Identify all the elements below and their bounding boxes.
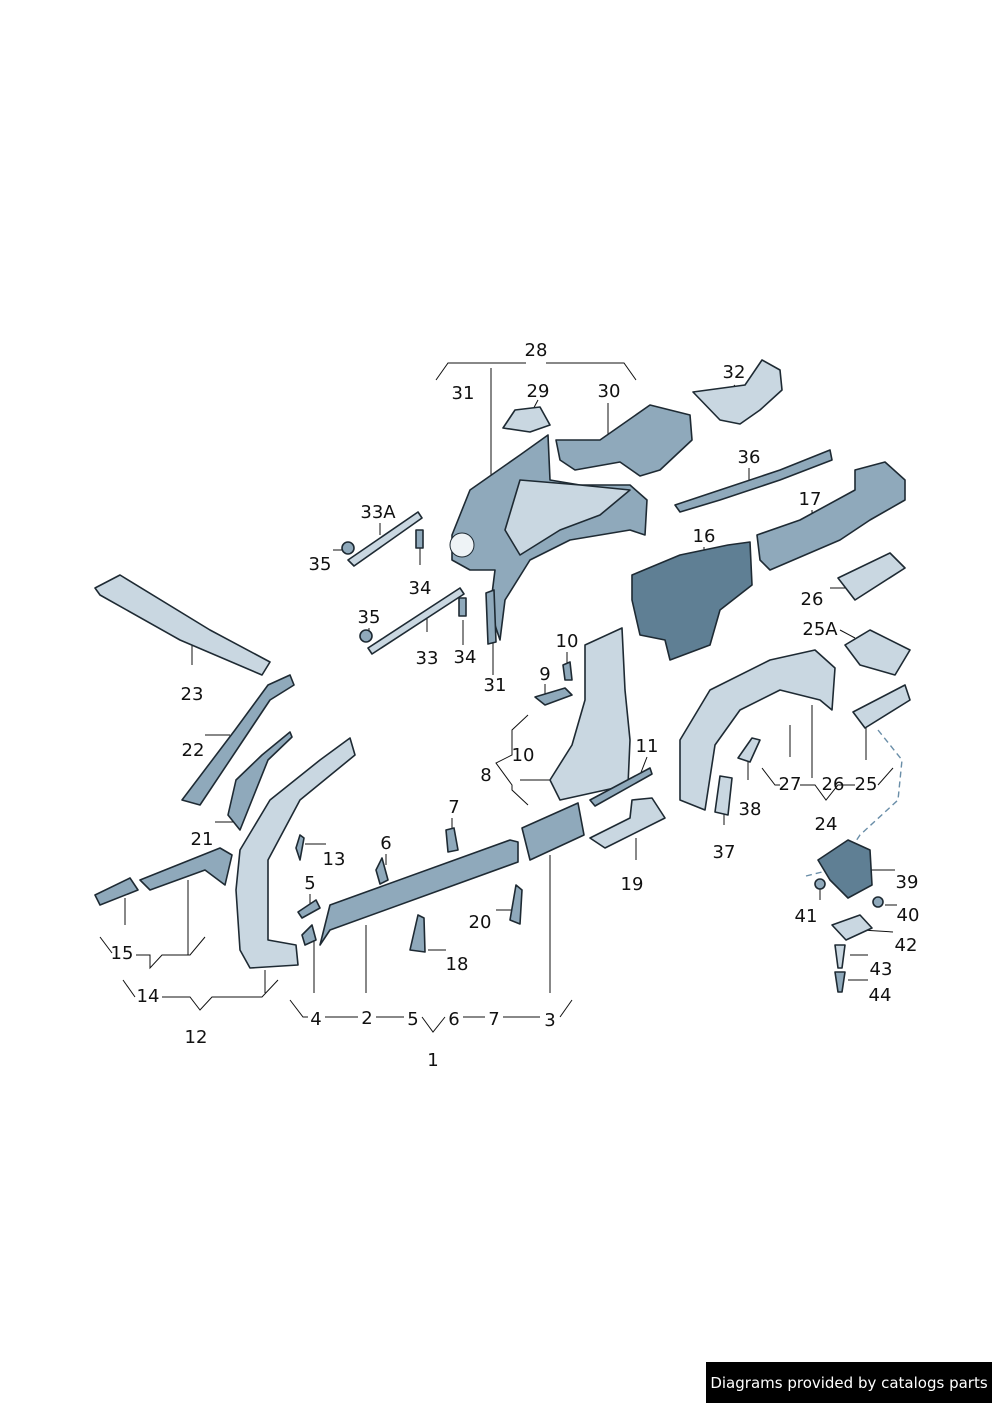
- part-13-bracket[interactable]: [295, 834, 305, 861]
- callout-42[interactable]: 42: [894, 935, 918, 956]
- part-8-b-pillar-inner[interactable]: [549, 627, 631, 801]
- callout-30[interactable]: 30: [597, 381, 621, 402]
- part-24-mount-bracket[interactable]: [814, 839, 884, 993]
- callout-23[interactable]: 23: [180, 684, 204, 705]
- callout-28[interactable]: 28: [524, 340, 548, 361]
- part-26-bracket[interactable]: [837, 552, 906, 601]
- callout-9[interactable]: 9: [539, 664, 551, 685]
- part-37-plate[interactable]: [714, 775, 733, 816]
- part-20-bracket[interactable]: [509, 884, 523, 925]
- callout-27[interactable]: 27: [778, 774, 802, 795]
- part-22-a-pillar-outer[interactable]: [181, 674, 295, 806]
- callout-39[interactable]: 39: [895, 872, 919, 893]
- callout-32[interactable]: 32: [722, 362, 746, 383]
- part-2-sill[interactable]: [319, 839, 519, 946]
- callout-34[interactable]: 34: [408, 578, 432, 599]
- callout-8[interactable]: 8: [480, 765, 492, 786]
- part-33-strut[interactable]: [367, 587, 465, 655]
- callout-43[interactable]: 43: [869, 959, 893, 980]
- part-28-wheelhouse-assembly[interactable]: [449, 434, 648, 641]
- callout-11[interactable]: 11: [635, 736, 659, 757]
- callout-26-b[interactable]: 26: [821, 774, 845, 795]
- part-12-side-frame-front[interactable]: [235, 737, 356, 969]
- part-10-bracket[interactable]: [562, 661, 573, 681]
- callout-2[interactable]: 2: [361, 1008, 373, 1029]
- part-38-strip[interactable]: [737, 737, 761, 763]
- callout-31[interactable]: 31: [451, 383, 475, 404]
- callout-37[interactable]: 37: [712, 842, 736, 863]
- callout-19[interactable]: 19: [620, 874, 644, 895]
- part-3-sill-end[interactable]: [521, 802, 585, 861]
- callout-12[interactable]: 12: [184, 1027, 208, 1048]
- callout-10[interactable]: 10: [555, 631, 579, 652]
- callout-6[interactable]: 6: [380, 833, 392, 854]
- part-6-bracket[interactable]: [375, 857, 389, 885]
- part-21-a-pillar-inner[interactable]: [227, 731, 293, 831]
- part-29-bracket[interactable]: [502, 406, 551, 433]
- callout-10-b[interactable]: 10: [511, 745, 535, 766]
- callout-33A[interactable]: 33A: [360, 502, 396, 523]
- part-9-bracket[interactable]: [534, 687, 573, 706]
- part-36-strip[interactable]: [674, 449, 833, 513]
- callout-34-b[interactable]: 34: [453, 647, 477, 668]
- part-33A-strut[interactable]: [347, 511, 423, 567]
- callout-35[interactable]: 35: [308, 554, 332, 575]
- callout-21[interactable]: 21: [190, 829, 214, 850]
- callout-24[interactable]: 24: [814, 814, 838, 835]
- callout-26[interactable]: 26: [800, 589, 824, 610]
- leader-lines: [99, 362, 903, 1033]
- part-16-inner-panel[interactable]: [631, 541, 753, 661]
- callout-35-b[interactable]: 35: [357, 607, 381, 628]
- callout-25[interactable]: 25: [854, 774, 878, 795]
- callout-22[interactable]: 22: [181, 740, 205, 761]
- callout-5-b[interactable]: 5: [407, 1009, 419, 1030]
- callout-44[interactable]: 44: [868, 985, 892, 1006]
- callout-6-b[interactable]: 6: [448, 1009, 460, 1030]
- callout-17[interactable]: 17: [798, 489, 822, 510]
- callout-29[interactable]: 29: [526, 381, 550, 402]
- callout-40[interactable]: 40: [896, 905, 920, 926]
- part-5-bracket[interactable]: [297, 899, 321, 946]
- callout-1[interactable]: 1: [427, 1050, 439, 1071]
- callout-7-b[interactable]: 7: [488, 1009, 500, 1030]
- part-35-nut[interactable]: [341, 541, 373, 643]
- part-25-plate[interactable]: [852, 684, 911, 729]
- part-17-panel[interactable]: [756, 461, 906, 571]
- part-11-strip[interactable]: [589, 767, 653, 807]
- callout-16[interactable]: 16: [692, 526, 716, 547]
- part-34-bolt[interactable]: [415, 529, 467, 617]
- part-15-bracket[interactable]: [94, 877, 139, 906]
- part-18-bracket[interactable]: [409, 914, 426, 953]
- part-7-bracket[interactable]: [445, 827, 459, 853]
- callout-20[interactable]: 20: [468, 912, 492, 933]
- callout-4[interactable]: 4: [310, 1009, 322, 1030]
- callout-14[interactable]: 14: [136, 986, 160, 1007]
- callout-3[interactable]: 3: [544, 1010, 556, 1031]
- part-31-strip[interactable]: [485, 589, 497, 645]
- part-27-wheel-arch-outer[interactable]: [679, 649, 836, 811]
- callout-7[interactable]: 7: [448, 797, 460, 818]
- part-14-reinforcement[interactable]: [139, 847, 233, 891]
- callout-18[interactable]: 18: [445, 954, 469, 975]
- attribution-footer: Diagrams provided by catalogs parts: [706, 1362, 992, 1403]
- callout-36[interactable]: 36: [737, 447, 761, 468]
- part-25A-bracket[interactable]: [844, 629, 911, 676]
- callout-25A[interactable]: 25A: [802, 619, 838, 640]
- callout-33[interactable]: 33: [415, 648, 439, 669]
- part-19-floor-plate[interactable]: [589, 797, 666, 849]
- callout-15[interactable]: 15: [110, 943, 134, 964]
- part-32-panel[interactable]: [692, 359, 783, 425]
- part-23-roof-rail[interactable]: [94, 574, 271, 676]
- callout-41[interactable]: 41: [794, 906, 818, 927]
- callout-38[interactable]: 38: [738, 799, 762, 820]
- callout-5[interactable]: 5: [304, 873, 316, 894]
- callout-13[interactable]: 13: [322, 849, 346, 870]
- part-30-rear-rail[interactable]: [555, 404, 693, 477]
- callout-31-b[interactable]: 31: [483, 675, 507, 696]
